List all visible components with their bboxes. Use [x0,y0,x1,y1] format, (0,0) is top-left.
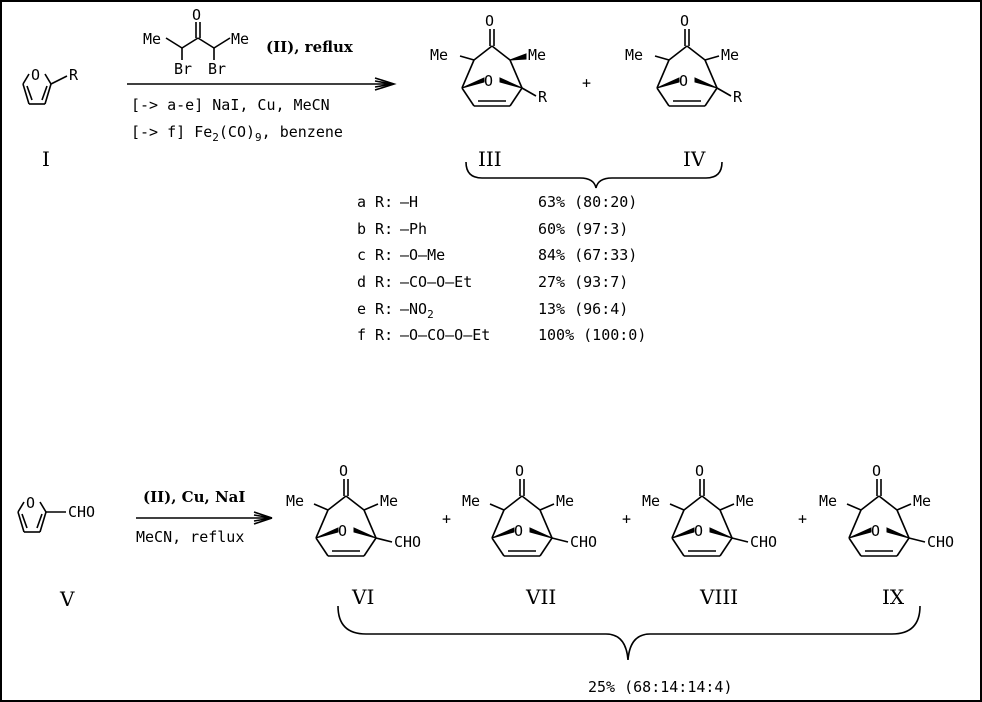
carbonyl-oxygen: O [872,462,881,480]
reaction-arrow-1 [127,77,397,91]
scheme1-starting-furan: O R [22,66,79,105]
compound-label-viii: VIII [699,585,738,609]
row-b-label: b R: [357,220,393,238]
plus-sign-1: + [442,510,451,528]
me-right: Me [556,492,574,510]
compound-label-iv: IV [683,147,706,171]
compound-label-vii: VII [525,585,556,609]
bridge-oxygen: O [514,522,523,540]
compound-label-iii: III [478,147,502,171]
cho-group: CHO [927,533,954,551]
me-right: Me [528,46,546,64]
me-left: Me [286,492,304,510]
product-vii-structure: O O Me Me CHO [462,462,597,557]
row-d-group: —CO—O—Et [400,273,472,291]
bridge-oxygen: O [679,72,688,90]
cho-group: CHO [570,533,597,551]
plus-sign-2: + [622,510,631,528]
scheme2-starting-furfural: O CHO [17,494,95,533]
compound-label-i: I [42,147,50,171]
substituent-table: a R: —H 63% (80:20) b R: —Ph 60% (97:3) … [357,193,646,344]
carbonyl-oxygen: O [695,462,704,480]
compound-label-vi: VI [351,585,374,609]
row-e-label: e R: [357,300,393,318]
row-e-yield: 13% (96:4) [538,300,628,318]
row-f-group: —O—CO—O—Et [400,326,490,344]
carbonyl-oxygen: O [485,12,494,30]
row-f-label: f R: [357,326,393,344]
reaction-arrow-2 [136,511,273,525]
row-c-label: c R: [357,246,393,264]
row-f-yield: 100% (100:0) [538,326,646,344]
row-c-yield: 84% (67:33) [538,246,637,264]
overall-yield-ratio: 25% (68:14:14:4) [588,678,733,696]
cho-group: CHO [394,533,421,551]
plus-sign: + [582,74,591,92]
me-left: Me [642,492,660,510]
me-right: Me [736,492,754,510]
reagent-me-right: Me [231,30,249,48]
substituent-r: R [538,88,548,106]
carbonyl-oxygen: O [339,462,348,480]
product-iv-structure: O O Me Me R [625,12,743,107]
reagent-ii-structure: Me Me O Br Br [143,6,249,78]
reagent-me-left: Me [143,30,161,48]
me-right: Me [721,46,739,64]
reagent-br-2: Br [208,60,226,78]
cho-group: CHO [750,533,777,551]
condition-a-e: [-> a-e] NaI, Cu, MeCN [131,96,330,114]
row-d-yield: 27% (93:7) [538,273,628,291]
bridge-oxygen: O [694,522,703,540]
row-c-group: —O—Me [400,246,445,264]
row-e-group: —NO2 [400,300,434,321]
row-a-yield: 63% (80:20) [538,193,637,211]
me-right: Me [913,492,931,510]
bridge-oxygen: O [484,72,493,90]
me-left: Me [430,46,448,64]
carbonyl-oxygen: O [680,12,689,30]
bridge-oxygen: O [338,522,347,540]
furan-oxygen: O [31,66,40,84]
product-vi-structure: O O Me Me CHO [286,462,421,557]
compound-label-ix: IX [882,585,905,609]
row-a-label: a R: [357,193,393,211]
substituent-r: R [69,66,79,84]
product-viii-structure: O O Me Me CHO [642,462,777,557]
condition-top: (II), Cu, NaI [143,488,245,506]
row-b-group: —Ph [400,220,427,238]
product-brace-1 [465,161,723,189]
row-d-label: d R: [357,273,393,291]
carbonyl-oxygen: O [515,462,524,480]
product-ix-structure: O O Me Me CHO [819,462,954,557]
me-left: Me [462,492,480,510]
plus-sign-3: + [798,510,807,528]
reagent-label: (II), reflux [266,38,354,56]
reagent-br-1: Br [174,60,192,78]
compound-label-v: V [59,587,75,611]
me-right: Me [380,492,398,510]
product-brace-2 [337,605,921,661]
row-a-group: —H [400,193,418,211]
bridge-oxygen: O [871,522,880,540]
condition-bottom: MeCN, reflux [136,528,244,546]
product-iii-structure: O O Me Me R [430,12,548,107]
cho-group: CHO [68,503,95,521]
row-b-yield: 60% (97:3) [538,220,628,238]
condition-f: [-> f] Fe2(CO)9, benzene [131,123,343,144]
reagent-oxygen: O [192,6,201,24]
me-left: Me [625,46,643,64]
me-left: Me [819,492,837,510]
furan-oxygen: O [26,494,35,512]
substituent-r: R [733,88,743,106]
